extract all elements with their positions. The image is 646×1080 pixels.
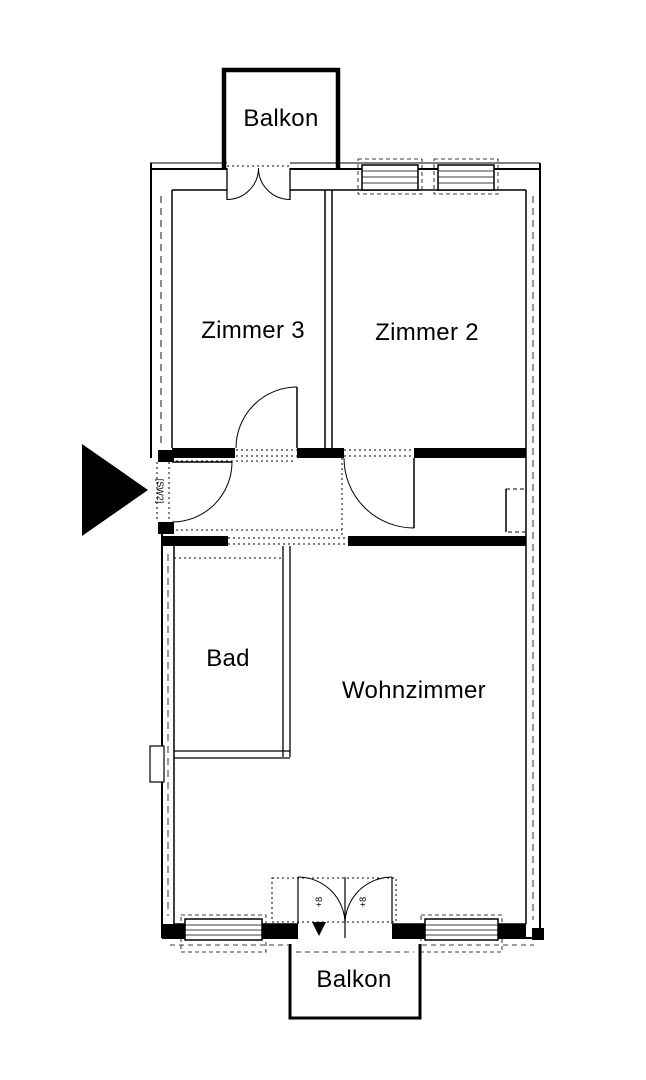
level-marker-icon: [312, 922, 326, 936]
window-symbol-top-2: [433, 158, 499, 195]
door-swing-balcony-top: [226, 167, 291, 200]
room-label-balkon-bottom: Balkon: [316, 966, 392, 993]
balcony-top-outline: [221, 67, 341, 168]
room-label-zimmer3: Zimmer 3: [201, 317, 305, 344]
door-swing-zimmer2: [343, 457, 415, 529]
window-symbol-bottom-1: [180, 914, 267, 953]
room-label-zimmer2: Zimmer 2: [375, 319, 479, 346]
room-label-bad: Bad: [206, 645, 250, 672]
window-symbol-bottom-2: [420, 914, 503, 953]
exterior-walls: [149, 162, 541, 939]
level-note-right: +8: [358, 897, 368, 907]
level-note-left: +8: [314, 897, 324, 907]
balcony-bottom-outline: [170, 944, 534, 1020]
entrance-arrow-icon: [82, 444, 148, 536]
interior-walls: [162, 190, 526, 759]
door-swing-entrance: [171, 461, 233, 523]
wall-notch: [149, 745, 165, 783]
entrance-code-label: [SW2]: [155, 479, 165, 504]
door-swing-zimmer3: [235, 386, 298, 449]
room-label-wohnzimmer: Wohnzimmer: [342, 677, 486, 704]
door-swing-balcony-bottom: [297, 876, 393, 938]
duct-detail-zimmer2: [505, 488, 527, 533]
wall-piers: [158, 450, 544, 940]
threshold-dotted-lines: [156, 165, 414, 923]
room-label-balkon-top: Balkon: [243, 105, 319, 132]
bad-partition-walls: [174, 546, 291, 759]
window-symbol-top-1: [357, 158, 423, 195]
